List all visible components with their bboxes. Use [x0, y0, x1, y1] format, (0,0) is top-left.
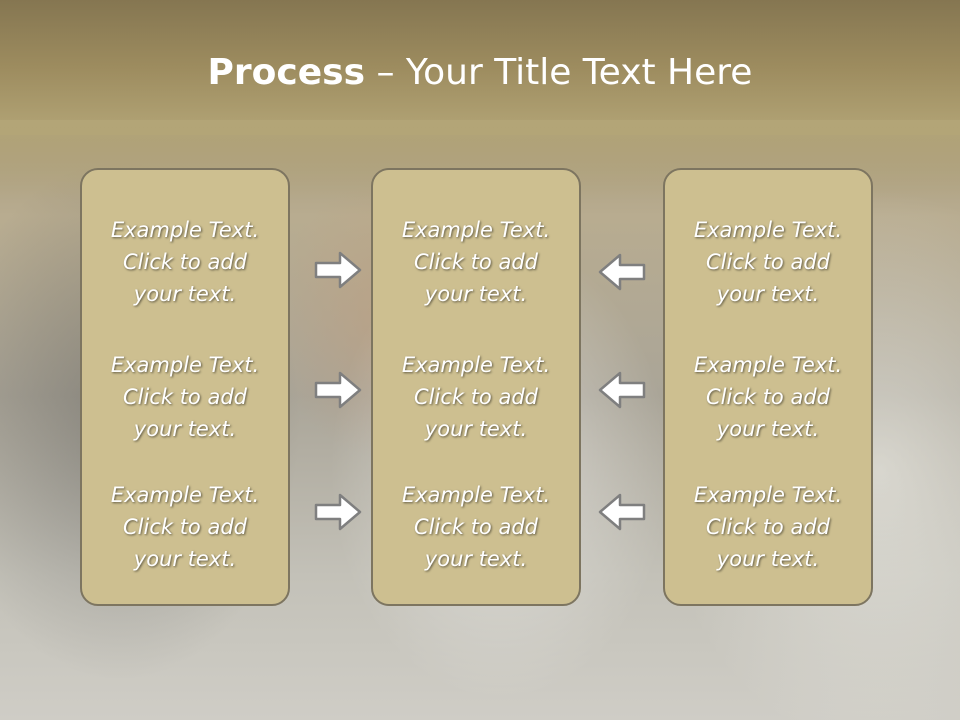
title-bold: Process — [207, 52, 366, 93]
text-line: Example Text. — [110, 483, 260, 507]
left-arrow-icon — [598, 253, 646, 291]
left-arrow-icon — [598, 493, 646, 531]
right-arrow-icon — [314, 493, 362, 531]
text-item[interactable]: Example Text. Click to add your text. — [82, 349, 288, 445]
text-line: Example Text. — [401, 218, 551, 242]
text-item[interactable]: Example Text. Click to add your text. — [82, 214, 288, 310]
left-arrow-icon — [598, 371, 646, 409]
text-line: Click to add — [122, 515, 247, 539]
text-line: Example Text. — [693, 483, 843, 507]
right-arrow-icon — [314, 371, 362, 409]
text-line: Click to add — [122, 385, 247, 409]
text-item[interactable]: Example Text. Click to add your text. — [665, 214, 871, 310]
text-line: Click to add — [705, 250, 830, 274]
text-line: Example Text. — [693, 353, 843, 377]
text-item[interactable]: Example Text. Click to add your text. — [82, 479, 288, 575]
text-item[interactable]: Example Text. Click to add your text. — [373, 479, 579, 575]
text-line: Click to add — [705, 385, 830, 409]
title-rest: – Your Title Text Here — [365, 52, 753, 93]
title-band — [0, 0, 960, 135]
text-line: your text. — [424, 417, 528, 441]
text-box-right[interactable]: Example Text. Click to add your text. Ex… — [663, 168, 873, 606]
text-line: Click to add — [122, 250, 247, 274]
text-line: Example Text. — [401, 483, 551, 507]
text-item[interactable]: Example Text. Click to add your text. — [373, 349, 579, 445]
text-line: your text. — [716, 417, 820, 441]
text-line: Click to add — [705, 515, 830, 539]
text-line: your text. — [716, 282, 820, 306]
text-item[interactable]: Example Text. Click to add your text. — [665, 349, 871, 445]
text-line: your text. — [133, 417, 237, 441]
text-line: Example Text. — [110, 218, 260, 242]
text-line: Example Text. — [110, 353, 260, 377]
text-line: your text. — [424, 547, 528, 571]
right-arrow-icon — [314, 251, 362, 289]
text-item[interactable]: Example Text. Click to add your text. — [665, 479, 871, 575]
slide-title[interactable]: Process – Your Title Text Here — [0, 52, 960, 93]
text-line: your text. — [133, 547, 237, 571]
text-line: Example Text. — [401, 353, 551, 377]
text-line: your text. — [424, 282, 528, 306]
text-line: Click to add — [413, 385, 538, 409]
text-box-center[interactable]: Example Text. Click to add your text. Ex… — [371, 168, 581, 606]
text-item[interactable]: Example Text. Click to add your text. — [373, 214, 579, 310]
text-line: your text. — [716, 547, 820, 571]
text-box-left[interactable]: Example Text. Click to add your text. Ex… — [80, 168, 290, 606]
text-line: Click to add — [413, 250, 538, 274]
text-line: Click to add — [413, 515, 538, 539]
text-line: Example Text. — [693, 218, 843, 242]
text-line: your text. — [133, 282, 237, 306]
